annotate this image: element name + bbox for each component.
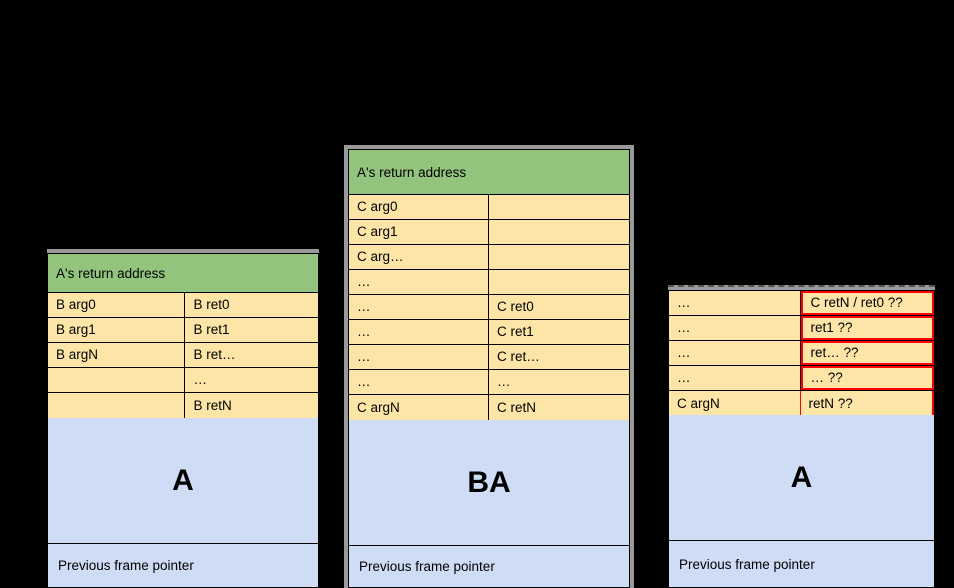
stack-frame-a-overlap: … C retN / ret0 ?? … ret1 ?? … ret… ?? …… — [668, 285, 935, 588]
table-row: C argN retN ?? — [669, 391, 934, 416]
arg-cell: C arg… — [349, 245, 489, 269]
arg-cell: B argN — [48, 343, 186, 367]
stack-frame-ba: A's return address C arg0 C arg1 C arg… … — [344, 145, 634, 588]
arg-cell: B arg0 — [48, 293, 186, 317]
table-row: C arg… — [349, 245, 629, 270]
ret-cell: C ret0 — [489, 295, 629, 319]
table-row: … — [48, 368, 318, 393]
ret-cell-highlighted: ret… ?? — [800, 341, 934, 365]
arg-cell: C argN — [669, 391, 801, 416]
table-row: … — [349, 270, 629, 295]
stack-frame-a: A's return address B arg0 B ret0 B arg1 … — [47, 249, 319, 588]
arg-cell: C argN — [349, 395, 489, 420]
table-row: … C ret1 — [349, 320, 629, 345]
table-row: B arg0 B ret0 — [48, 293, 318, 318]
arg-cell: … — [669, 316, 801, 340]
ret-cell-highlighted: C retN / ret0 ?? — [800, 291, 934, 315]
table-row: C arg0 — [349, 195, 629, 220]
table-row: B argN B ret… — [48, 343, 318, 368]
previous-frame-pointer-row: Previous frame pointer — [348, 546, 630, 588]
frame-shadow-top — [668, 285, 935, 292]
arg-cell — [48, 393, 186, 418]
previous-frame-pointer-label: Previous frame pointer — [359, 559, 495, 574]
table-row: C argN C retN — [349, 395, 629, 420]
return-address-row: A's return address — [348, 149, 630, 195]
arg-ret-grid: … C retN / ret0 ?? … ret1 ?? … ret… ?? …… — [668, 290, 935, 416]
return-address-row: A's return address — [47, 253, 319, 293]
arg-cell: … — [349, 320, 489, 344]
ret-cell: B ret… — [185, 343, 318, 367]
frame-body-label: A — [172, 463, 194, 497]
arg-cell: … — [349, 295, 489, 319]
arg-cell: C arg1 — [349, 220, 489, 244]
table-row: C arg1 — [349, 220, 629, 245]
table-row: B arg1 B ret1 — [48, 318, 318, 343]
frame-body: BA — [348, 420, 630, 546]
arg-cell: … — [349, 270, 489, 294]
return-address-label: A's return address — [357, 164, 467, 180]
table-row: … C ret… — [349, 345, 629, 370]
ret-cell — [489, 270, 629, 294]
ret-cell: B ret0 — [185, 293, 318, 317]
table-row: … C retN / ret0 ?? — [669, 291, 934, 316]
frame-shadow-left — [344, 145, 348, 588]
frame-body-label: A — [790, 460, 813, 494]
table-row: B retN — [48, 393, 318, 418]
previous-frame-pointer-row: Previous frame pointer — [668, 541, 935, 588]
frame-shadow-top — [348, 145, 630, 149]
table-row: … … ?? — [669, 366, 934, 391]
ret-cell-highlighted: … ?? — [800, 366, 934, 390]
previous-frame-pointer-label: Previous frame pointer — [679, 556, 815, 572]
arg-cell: … — [669, 291, 801, 315]
table-row: … C ret0 — [349, 295, 629, 320]
arg-cell: … — [669, 341, 801, 365]
arg-cell: B arg1 — [48, 318, 186, 342]
frame-body: A — [47, 418, 319, 544]
ret-cell: … — [185, 368, 318, 392]
frame-body: A — [668, 415, 935, 541]
previous-frame-pointer-row: Previous frame pointer — [47, 544, 319, 588]
table-row: … … — [349, 370, 629, 395]
arg-ret-grid: C arg0 C arg1 C arg… … … C ret0 … C ret1… — [348, 195, 630, 420]
arg-cell — [48, 368, 186, 392]
arg-cell: C arg0 — [349, 195, 489, 219]
arg-cell: … — [349, 370, 489, 394]
ret-cell: B retN — [185, 393, 318, 418]
return-address-label: A's return address — [56, 265, 166, 281]
arg-cell: … — [349, 345, 489, 369]
ret-cell: retN ?? — [800, 391, 934, 416]
arg-cell: … — [669, 366, 801, 390]
arg-ret-grid: B arg0 B ret0 B arg1 B ret1 B argN B ret… — [47, 293, 319, 418]
ret-cell — [489, 195, 629, 219]
ret-cell: C ret… — [489, 345, 629, 369]
previous-frame-pointer-label: Previous frame pointer — [58, 558, 194, 573]
ret-cell: … — [489, 370, 629, 394]
frame-shadow-right — [630, 145, 634, 588]
ret-cell — [489, 220, 629, 244]
table-row: … ret1 ?? — [669, 316, 934, 341]
frame-body-label: BA — [467, 465, 511, 499]
ret-cell: C ret1 — [489, 320, 629, 344]
frame-shadow-top — [47, 249, 319, 253]
table-row: … ret… ?? — [669, 341, 934, 366]
ret-cell-highlighted: ret1 ?? — [800, 316, 934, 340]
ret-cell: B ret1 — [185, 318, 318, 342]
ret-cell — [489, 245, 629, 269]
ret-cell: C retN — [489, 395, 629, 420]
